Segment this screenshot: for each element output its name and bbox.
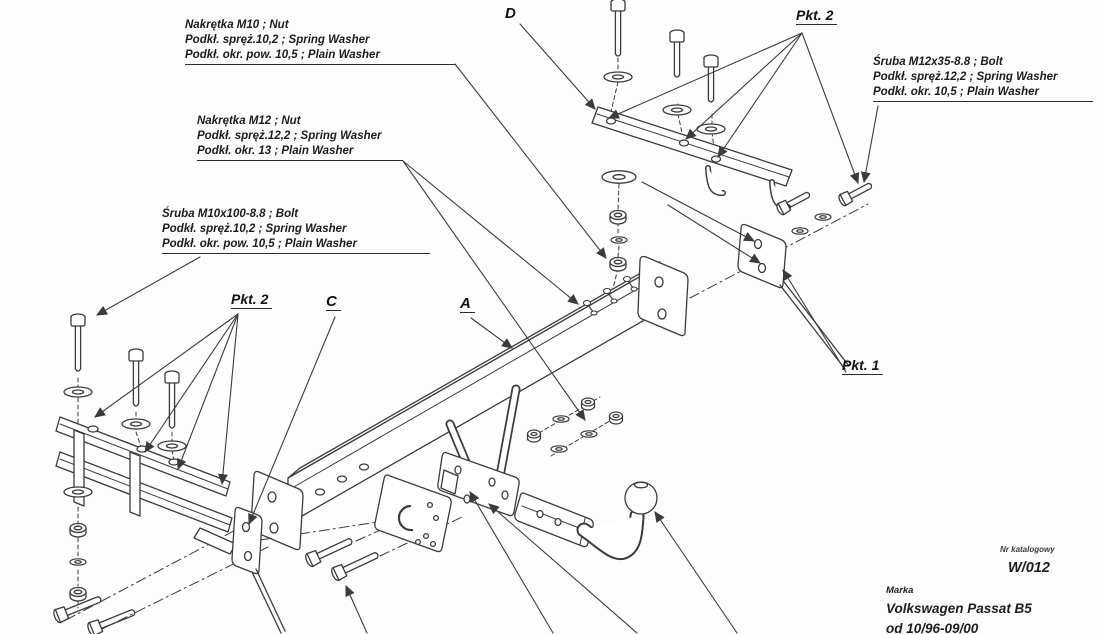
top-bolts (603, 0, 726, 135)
part-label-d: D (505, 5, 516, 22)
callout-line: Podkł. okr. pow. 10,5 ; Plain Washer (162, 238, 357, 250)
make-label: Marka (886, 585, 914, 596)
callout-line: Nakrętka M12 ; Nut (197, 115, 301, 127)
part-label-pkt2-top: Pkt. 2 (796, 8, 838, 25)
callout-line: Śruba M10x100-8.8 ; Bolt (162, 208, 299, 220)
beam-end-plate-left (250, 470, 304, 551)
towball-assembly (514, 481, 658, 561)
part-label-pkt2-left: Pkt. 2 (231, 292, 273, 309)
assembly-axes (65, 57, 869, 631)
callout-line: Podkł. okr. 10,5 ; Plain Washer (873, 86, 1039, 98)
part-label-pkt1: Pkt. 1 (842, 358, 884, 375)
ball-mount-bracket (437, 384, 521, 517)
part-label-c: C (326, 294, 341, 311)
vehicle-model: Volkswagen Passat B5 (886, 601, 1032, 616)
leader-lines (94, 23, 879, 634)
callout-line: Podkł. spręż.12,2 ; Spring Washer (197, 130, 382, 142)
callout-line: Podkł. spręż.12,2 ; Spring Washer (873, 71, 1058, 83)
left-bracket (55, 416, 237, 555)
callout-bolt-m12x35: Śruba M12x35-8.8 ; Bolt Podkł. spręż.12,… (873, 55, 1093, 102)
callout-bolt-m10x100: Śruba M10x100-8.8 ; Bolt Podkł. spręż.10… (162, 207, 430, 254)
callout-nut-m12: Nakrętka M12 ; Nut Podkł. spręż.12,2 ; S… (197, 114, 403, 161)
callout-line: Podkł. spręż.10,2 ; Spring Washer (185, 34, 370, 46)
beam-end-plate-right (637, 255, 689, 337)
part-label-a: A (460, 296, 475, 313)
catalog-number-label: Nr katalogowy (1000, 545, 1055, 554)
vehicle-years: od 10/96-09/00 (886, 621, 979, 634)
callout-line: Podkł. okr. 13 ; Plain Washer (197, 145, 354, 157)
right-side-plate (737, 178, 875, 370)
callout-line: Nakrętka M10 ; Nut (185, 19, 289, 31)
callout-line: Podkł. spręż.10,2 ; Spring Washer (162, 223, 347, 235)
top-bracket-d (591, 106, 793, 211)
mid-bolts (303, 533, 382, 583)
callout-line: Podkł. okr. pow. 10,5 ; Plain Washer (185, 49, 380, 61)
socket-plate (374, 469, 459, 553)
callout-nut-m10: Nakrętka M10 ; Nut Podkł. spręż.10,2 ; S… (185, 18, 455, 65)
catalog-number-value: W/012 (1008, 560, 1050, 576)
callout-line: Śruba M12x35-8.8 ; Bolt (873, 56, 1003, 68)
left-lower-stack (51, 486, 138, 634)
